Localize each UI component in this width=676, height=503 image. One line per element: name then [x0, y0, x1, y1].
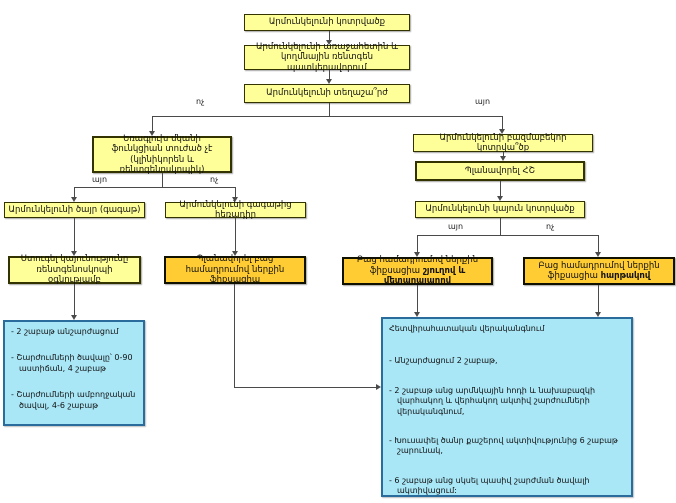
node-orif-plate: Բաց համադրումով ներքին ֆիքսացիա հարթակով [523, 257, 675, 285]
connector-line [329, 70, 330, 79]
list-item: - 6 շաբաթ անց սկսել պասիվ շարժման ծավալի… [389, 475, 590, 496]
arrowhead-icon [326, 40, 332, 45]
connector-line [500, 181, 501, 196]
node-label: Արմունկելունի գագաթից հեռադիր [179, 199, 292, 220]
node-plan-orif: Պլանավորել բաց համադրումով ներքին ֆիքսաց… [164, 254, 306, 286]
list-item: - Շարժումների ամբողջական ծավալ, 4-6 շաբա… [11, 390, 136, 410]
arrowhead-icon [497, 196, 503, 201]
node-label: Պլանավորել ՀՇ [464, 165, 536, 176]
connector-line [235, 218, 236, 251]
node-olecranon-tip: Արմունկելունի ծայր (գագաթ) [4, 202, 145, 218]
arrowhead-icon [414, 312, 420, 317]
connector-line [74, 187, 75, 197]
node-plan-ct: Պլանավորել ՀՇ [415, 161, 585, 181]
edge-label-no: ոչ [546, 222, 555, 231]
node-comminuted-question: Արմունկելունի բազմաբեկոր կոտրվա՞ծք [413, 132, 593, 153]
connector-line [500, 218, 501, 235]
list-item: - 2 շաբաթ անշարժացում [11, 327, 119, 336]
node-orif-pin-wire: Բաց համադրումով ներքին ֆիքսացիա շյուղով … [342, 255, 493, 287]
connector-line [74, 187, 236, 188]
arrowhead-icon [500, 156, 506, 161]
arrowhead-icon [376, 384, 381, 390]
arrowhead-icon [149, 131, 155, 136]
connector-line [329, 31, 330, 40]
node-label: Պլանավորել բաց համադրումով ներքին ֆիքսաց… [185, 254, 285, 286]
edge-label-yes: այո [448, 222, 464, 231]
node-displacement-question: Արմունկելունի տեղաշա՞րժ [244, 84, 410, 103]
conservative-list: - 2 շաբաթ անշարժացում - Շարժումների ծավա… [11, 327, 137, 411]
node-label: Արմունկելունի առաջահետին և կողմնային ռեն… [256, 41, 398, 73]
connector-line [74, 284, 75, 315]
node-label: Արմունկելունի կոտրվածք [268, 17, 386, 28]
list-item: - Շարժումների ծավալը՝ 0-90 աստիճան, 4 շա… [11, 353, 133, 373]
arrowhead-icon [499, 129, 505, 134]
connector-line [417, 285, 418, 312]
outcome-postop-rehab: Հետվիրահատական վերականգնում - Անշարժացու… [381, 317, 633, 497]
connector-line [74, 218, 75, 251]
arrowhead-icon [595, 252, 601, 257]
connector-line [502, 116, 503, 129]
connector-line [598, 235, 599, 252]
node-stable-fracture: Արմունկելունի կայուն կոտրվածք [415, 201, 585, 218]
arrowhead-icon [71, 197, 77, 202]
node-label: Արմունկելունի կայուն կոտրվածք [425, 204, 575, 215]
node-label: Արմունկելունի տեղաշա՞րժ [266, 88, 388, 99]
rehab-title: Հետվիրահատական վերականգնում [389, 324, 545, 333]
connector-line [152, 116, 503, 117]
outcome-conservative: - 2 շաբաթ անշարժացում - Շարժումների ծավա… [3, 320, 145, 426]
node-label: Եռագլուխ մկանի ֆունկցիան տուժած չէ (կլին… [111, 133, 213, 175]
arrowhead-icon [414, 252, 420, 257]
connector-line [598, 285, 599, 312]
list-item: - Խուսափել ծանր քաշերով ակտիվությունից 6… [389, 435, 618, 456]
edge-label-yes: այո [475, 97, 491, 106]
connector-line [417, 235, 599, 236]
node-label: Ստուգել կայունությունը ռենտգենոսկոպի օգն… [20, 254, 129, 286]
list-item: - Անշարժացում 2 շաբաթ, [389, 356, 498, 366]
node-label: Արմունկելունի բազմաբեկոր կոտրվա՞ծք [439, 132, 567, 153]
node-triceps-function: Եռագլուխ մկանի ֆունկցիան տուժած չէ (կլին… [92, 133, 232, 175]
node-xray-imaging: Արմունկելունի առաջահետին և կողմնային ռեն… [244, 41, 410, 73]
node-distal-to-tip: Արմունկելունի գագաթից հեռադիր [165, 199, 306, 220]
list-item: - 2 շաբաթ անց արմնկային հոդի և նախաբազկի… [389, 385, 596, 416]
connector-line [329, 103, 330, 116]
arrowhead-icon [326, 79, 332, 84]
arrowhead-icon [232, 197, 238, 202]
edge-label-no: ոչ [196, 97, 205, 106]
edge-label-no: ոչ [210, 175, 219, 184]
connector-line [234, 387, 376, 388]
connector-line [162, 173, 163, 187]
connector-line [234, 284, 235, 388]
node-label: Արմունկելունի ծայր (գագաթ) [8, 204, 141, 215]
arrowhead-icon [232, 251, 238, 256]
connector-line [235, 187, 236, 197]
node-olecranon-fracture: Արմունկելունի կոտրվածք [244, 14, 410, 31]
connector-line [503, 152, 504, 156]
edge-label-yes: այո [92, 175, 108, 184]
arrowhead-icon [71, 251, 77, 256]
connector-line [417, 235, 418, 252]
rehab-list: - Անշարժացում 2 շաբաթ, - 2 շաբաթ անց արմ… [389, 356, 625, 496]
arrowhead-icon [595, 312, 601, 317]
node-label: Բաց համադրումով ներքին ֆիքսացիա շյուղով … [356, 255, 479, 287]
arrowhead-icon [71, 315, 77, 320]
connector-line [152, 116, 153, 131]
node-label: Բաց համադրումով ներքին ֆիքսացիա հարթակով [538, 260, 660, 281]
node-check-stability: Ստուգել կայունությունը ռենտգենոսկոպի օգն… [8, 254, 141, 286]
